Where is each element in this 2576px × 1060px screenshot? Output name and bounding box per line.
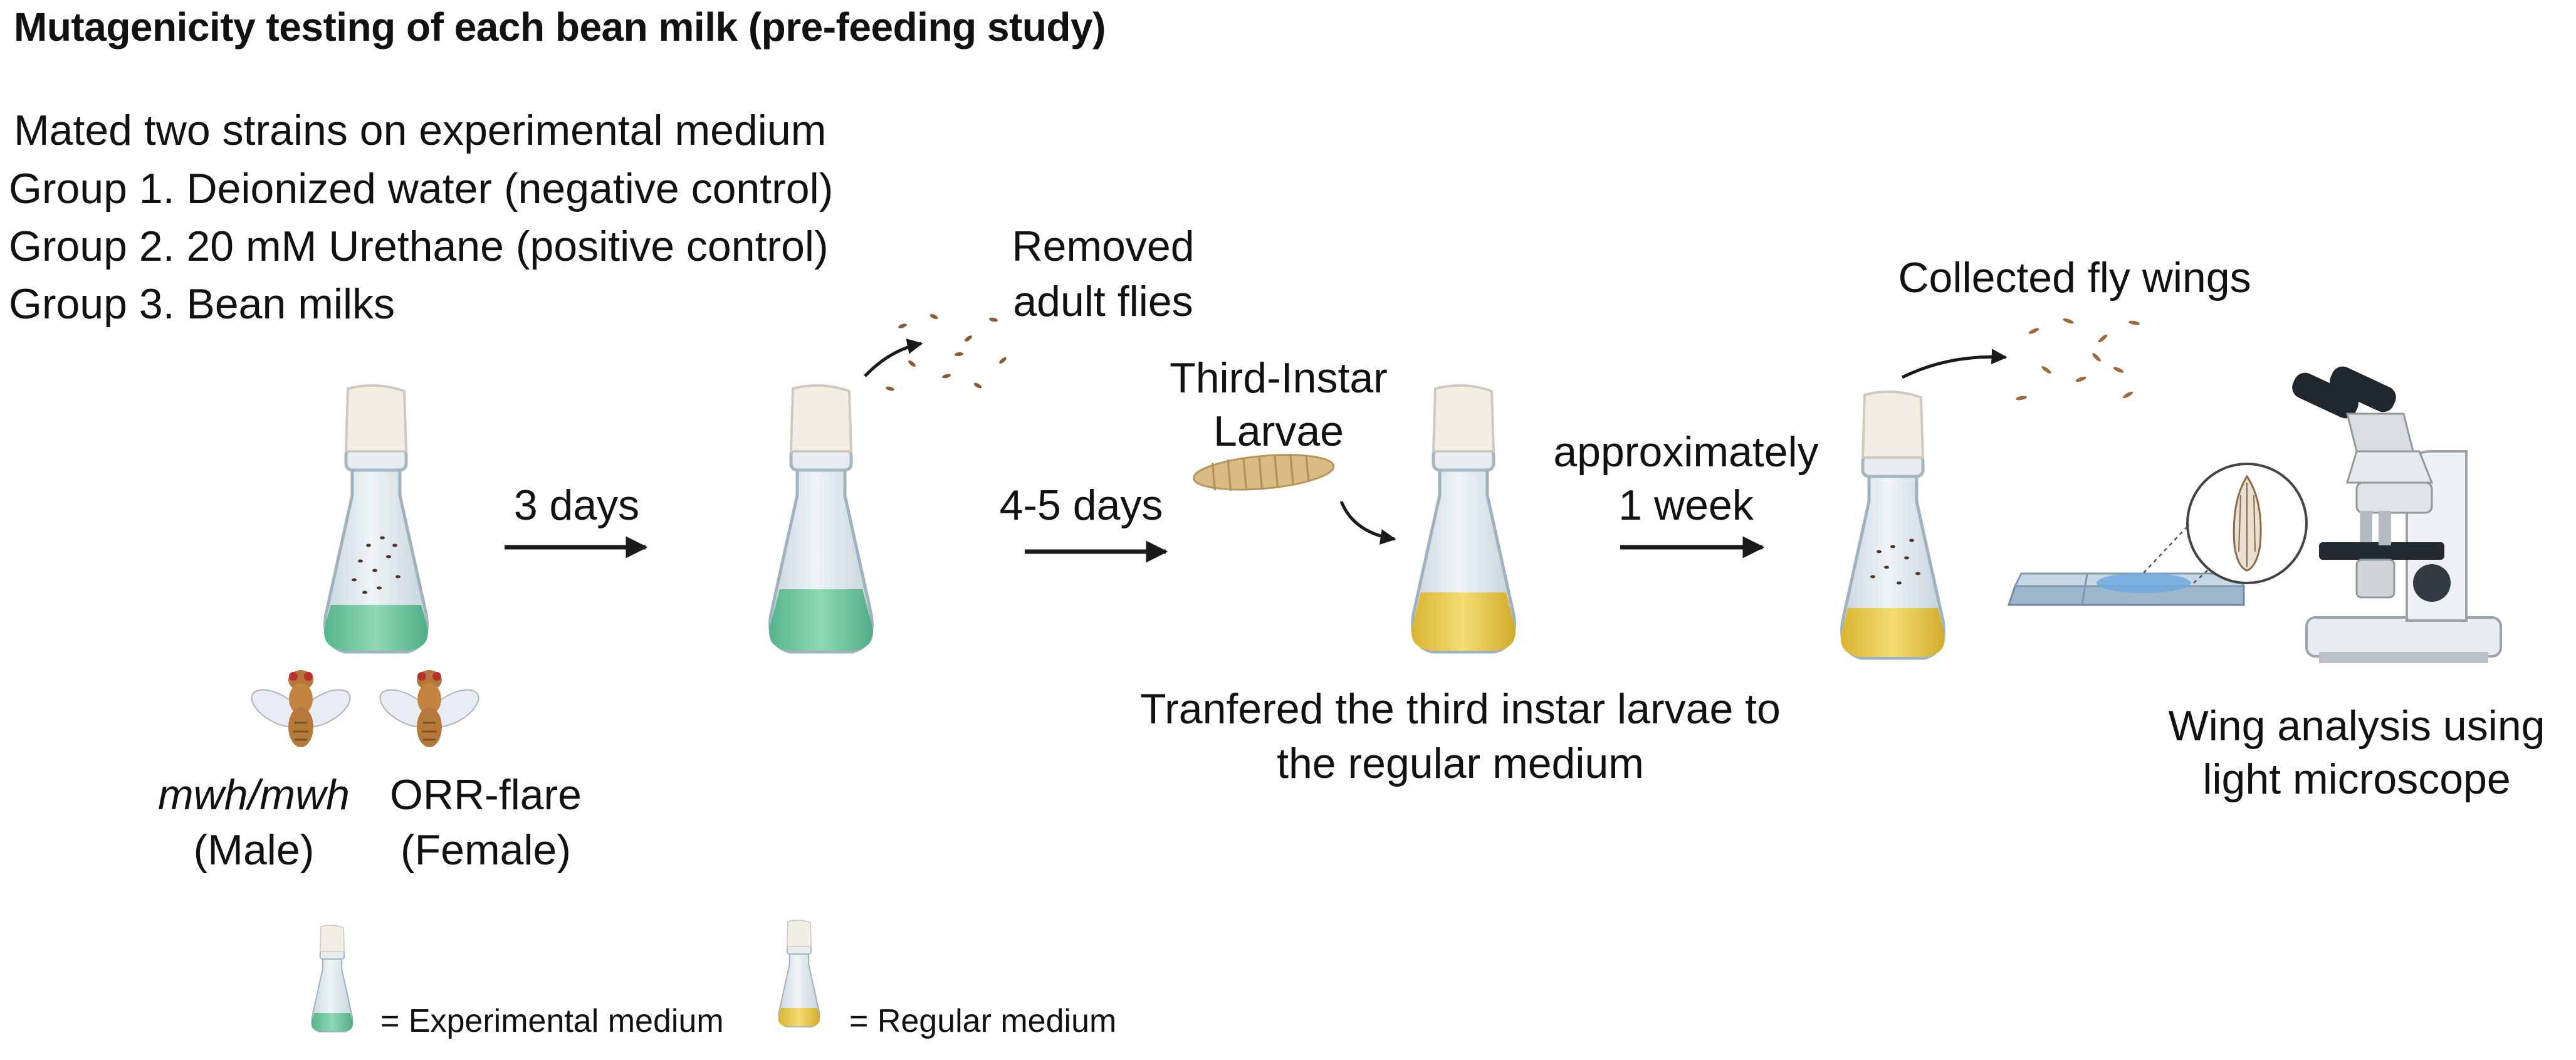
wing-icon (2186, 463, 2308, 584)
collected-label: Collected fly wings (1898, 254, 2251, 302)
flask-icon (324, 386, 428, 652)
legend-regular-label: = Regular medium (849, 1003, 1117, 1039)
collected-wings (2016, 318, 2140, 401)
transfer-label-line1: Tranfered the third instar larvae to (1140, 685, 1781, 733)
flask-icon (1841, 392, 1945, 658)
flask-icon (769, 386, 873, 652)
arrow-3-label-line2: 1 week (1618, 481, 1754, 529)
flask-icon (1411, 386, 1516, 652)
removed-label-line2: adult flies (1013, 278, 1193, 325)
female-strain-name: ORR-flare (389, 771, 582, 819)
arrow-larvae-transfer (1339, 501, 1396, 545)
fly-icon (251, 670, 351, 747)
group-1-label: Group 1. Deionized water (negative contr… (9, 165, 834, 213)
larvae-label-line1: Third-Instar (1170, 354, 1388, 402)
removed-flies (886, 313, 1007, 391)
arrow-collect-wings (1901, 349, 2008, 379)
arrow-remove-flies (864, 338, 923, 377)
male-sex-label: (Male) (193, 826, 315, 874)
arrow-3-label-line1: approximately (1553, 428, 1819, 476)
analysis-label-line1: Wing analysis using (2168, 702, 2545, 750)
fly-icon (379, 670, 479, 747)
arrow-1-label: 3 days (513, 481, 640, 529)
setup-line: Mated two strains on experimental medium (14, 107, 827, 154)
female-sex-label: (Female) (400, 826, 572, 874)
slide-icon (2007, 572, 2246, 606)
male-strain-name: mwh/mwh (157, 771, 350, 819)
larva-icon (1193, 454, 1335, 491)
removed-label-line1: Removed (1012, 223, 1195, 270)
larvae-label-line2: Larvae (1213, 407, 1344, 455)
arrow-2-label: 4-5 days (999, 481, 1163, 529)
legend-experimental-label: = Experimental medium (380, 1003, 724, 1039)
group-3-label: Group 3. Bean milks (9, 280, 395, 328)
diagram-title: Mutagenicity testing of each bean milk (… (14, 4, 1106, 50)
analysis-label-line2: light microscope (2202, 755, 2511, 803)
group-2-label: Group 2. 20 mM Urethane (positive contro… (9, 223, 829, 270)
transfer-label-line2: the regular medium (1277, 740, 1644, 787)
flask-icon (778, 919, 820, 1028)
flask-icon (311, 924, 353, 1033)
microscope-icon (2292, 366, 2502, 663)
